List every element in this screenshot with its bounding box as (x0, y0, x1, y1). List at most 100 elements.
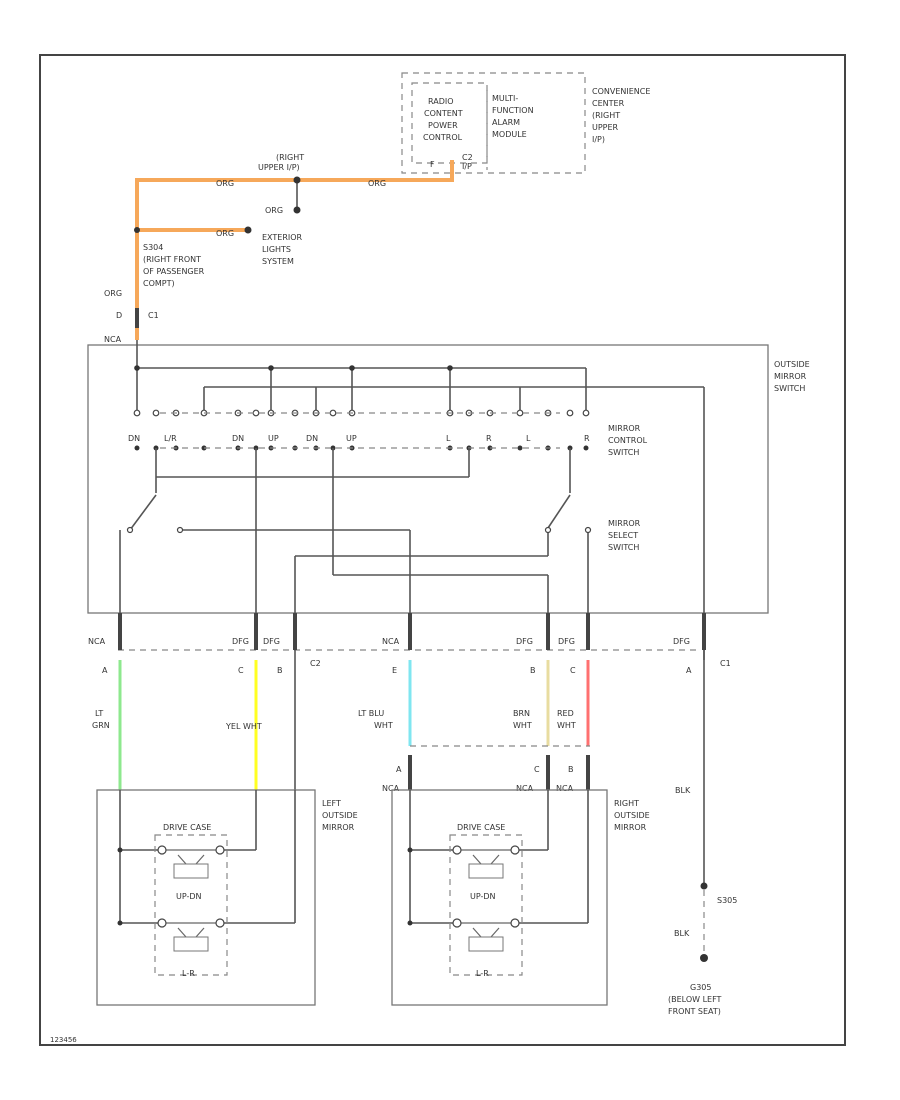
dfg-label-4: DFG (558, 637, 575, 646)
conv-label-3: (RIGHT (592, 111, 620, 120)
contact-label-dn: DN (128, 434, 140, 443)
multi-label-3: ALARM (492, 118, 520, 127)
right-mirror-box (391, 789, 608, 1006)
motor-body-0 (468, 863, 504, 879)
right-pin-a-label: A (396, 765, 402, 774)
right-mirror-label-2: OUTSIDE (614, 811, 650, 820)
pin-a-label: A (102, 666, 108, 675)
select-contact-3 (544, 526, 552, 534)
contact-top-0 (133, 409, 141, 417)
select-contact-1 (126, 526, 134, 534)
left-lr-label: L-R (182, 969, 195, 978)
motor-term-right-1 (215, 918, 225, 928)
pin-b2-label: B (530, 666, 536, 675)
s304-label-4: COMPT) (143, 279, 175, 288)
diagram-frame (39, 54, 846, 1046)
pin-b-label: B (277, 666, 283, 675)
contact-label-up: UP (268, 434, 279, 443)
motor-diag-r-0 (490, 854, 500, 865)
motor-diag-l-0 (472, 854, 482, 865)
contact-label-lr: L/R (164, 434, 177, 443)
s304-label-1: S304 (143, 243, 163, 252)
bus-node-3 (349, 365, 355, 371)
right-nca-label: NCA (382, 784, 400, 793)
power-bus (136, 340, 705, 660)
motor-term-right-0 (510, 845, 520, 855)
connector-c2-sub-label: I/P (462, 162, 472, 171)
right-mirror-motors (407, 790, 589, 976)
contact-top-5 (252, 409, 260, 417)
splice-exterior-lights (244, 226, 252, 234)
control-switch-contacts (133, 409, 590, 451)
motor-term-left-1 (452, 918, 462, 928)
multi-label-4: MODULE (492, 130, 527, 139)
select-switch-label-2: SELECT (608, 531, 638, 540)
left-updn-label: UP-DN (176, 892, 202, 901)
motor-body-1 (173, 936, 209, 952)
right-pin-c-label: C (534, 765, 540, 774)
pin-d-label: D (116, 311, 122, 320)
c1-top-label: C1 (148, 311, 159, 320)
brnwht-label-2: WHT (513, 721, 532, 730)
bus-node-1 (134, 365, 140, 371)
radio-label-1: RADIO (428, 97, 454, 106)
org-label-1: ORG (216, 179, 234, 188)
pin-e-label: E (392, 666, 397, 675)
exterior-lights-label-2: LIGHTS (262, 245, 291, 254)
contact-top-1 (152, 409, 160, 417)
s304-label-3: OF PASSENGER (143, 267, 205, 276)
dfg-label-5: DFG (673, 637, 690, 646)
motor-diag-l-1 (472, 927, 482, 938)
select-blade-left (129, 494, 157, 531)
s305-label: S305 (717, 896, 737, 905)
contact-top-17 (582, 409, 590, 417)
contact-label-l: L (446, 434, 451, 443)
motor-diag-l-0 (177, 854, 187, 865)
org-label-2: ORG (368, 179, 386, 188)
contact-bottom-14 (517, 445, 523, 451)
org-label-4: ORG (216, 229, 234, 238)
outside-mirror-switch-box (87, 344, 769, 614)
right-upper-label-1: (RIGHT (276, 153, 304, 162)
pin-a2-label: A (686, 666, 692, 675)
contact-label-l2: L (526, 434, 531, 443)
org-vertical-label: ORG (104, 289, 122, 298)
right-nca3-label: NCA (556, 784, 574, 793)
select-blade-right (547, 494, 571, 529)
radio-label-4: CONTROL (423, 133, 463, 142)
right-mirror-label-3: MIRROR (614, 823, 647, 832)
contact-bottom-17 (583, 445, 589, 451)
splice-right-upper (293, 176, 301, 184)
drive-case-box (449, 834, 523, 976)
dfg-label-2: DFG (263, 637, 280, 646)
ltbluwht-label-1: LT BLU (358, 709, 384, 718)
ltgrn-label-2: GRN (92, 721, 110, 730)
motor-diag-r-1 (490, 927, 500, 938)
contact-label-up2: UP (346, 434, 357, 443)
right-lr-label: L-R (476, 969, 489, 978)
splice-s304 (134, 227, 140, 233)
select-switch-label-3: SWITCH (608, 543, 639, 552)
conv-label-5: I/P) (592, 135, 605, 144)
g305-label-1: G305 (690, 983, 711, 992)
blk-label: BLK (675, 786, 691, 795)
switch-title-3: SWITCH (774, 384, 805, 393)
switch-title-2: MIRROR (774, 372, 807, 381)
nca-label-2: NCA (382, 637, 400, 646)
conv-label-2: CENTER (592, 99, 625, 108)
switch-internal-wiring (119, 448, 589, 613)
contact-top-9 (329, 409, 337, 417)
switch-title-1: OUTSIDE (774, 360, 810, 369)
pin-c2-label: C (570, 666, 576, 675)
redwht-label-1: RED (557, 709, 574, 718)
colored-wires (118, 660, 590, 790)
left-drive-case-label: DRIVE CASE (163, 823, 211, 832)
ground-g305 (700, 954, 708, 962)
contact-label-r: R (486, 434, 492, 443)
contact-top-14 (516, 409, 524, 417)
drive-case-box (154, 834, 228, 976)
motor-diag-r-0 (195, 854, 205, 865)
ltgrn-label-1: LT (95, 709, 103, 718)
right-pin-b-label: B (568, 765, 574, 774)
